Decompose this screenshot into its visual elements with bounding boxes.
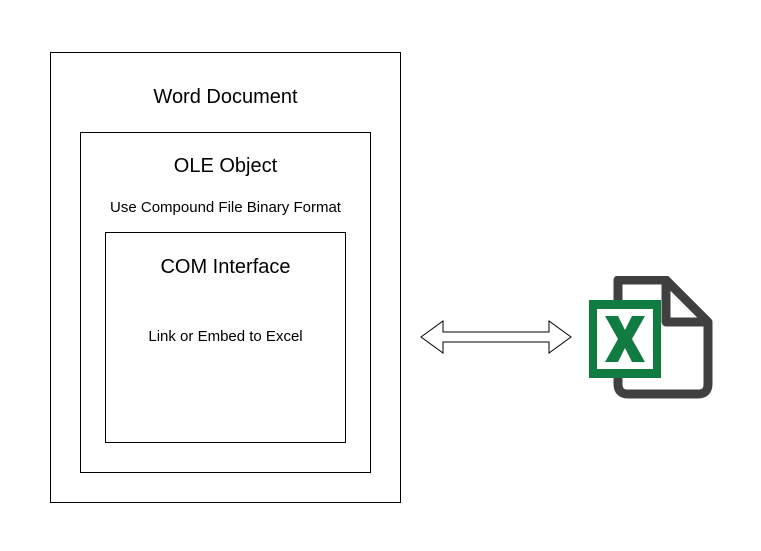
word-document-title: Word Document: [153, 86, 298, 108]
com-interface-title: COM Interface: [160, 256, 291, 278]
excel-file-icon: [589, 276, 713, 399]
ole-object-title: OLE Object: [173, 155, 278, 177]
com-interface-box: [105, 232, 346, 443]
ole-object-subtitle: Use Compound File Binary Format: [110, 199, 341, 216]
double-headed-arrow-icon: [420, 320, 572, 354]
com-interface-subtitle: Link or Embed to Excel: [148, 328, 303, 345]
